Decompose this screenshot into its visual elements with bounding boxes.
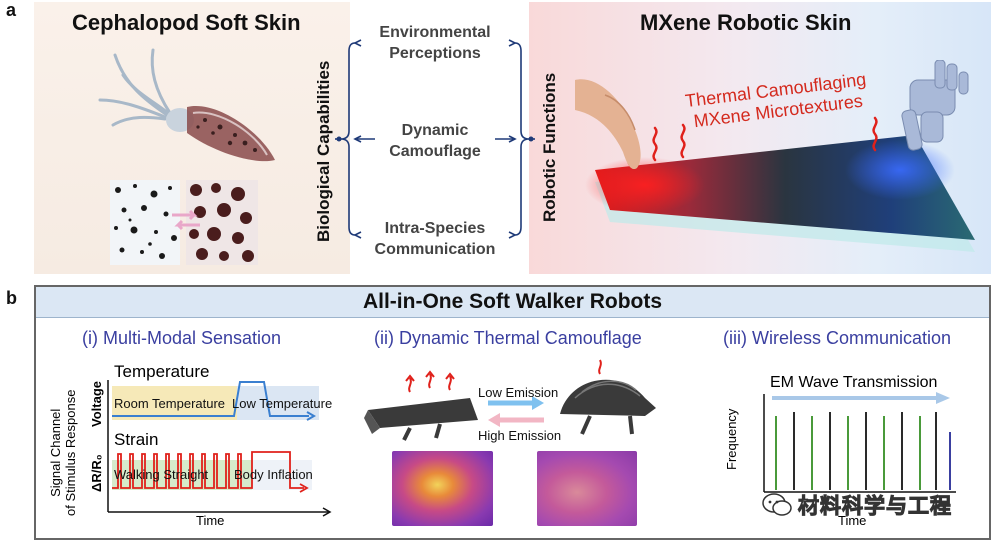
squid-mantle [187,105,275,162]
wechat-icon [762,493,792,516]
mxene-skin-illustration [575,60,975,252]
room-temp-band [112,386,237,420]
capability-brackets [335,39,535,239]
strain-label: Strain [114,430,159,449]
robotic-functions-label: Robotic Functions [540,72,559,222]
cephalopod-title: Cephalopod Soft Skin [72,10,301,35]
flat-robot [364,398,478,441]
thermal-image-low-emission [392,451,493,526]
chromatophore-relaxed [110,180,180,265]
cool-zone [845,140,955,200]
section-sensation-title: (i) Multi-Modal Sensation [82,328,282,348]
high-emission-label: High Emission [478,428,562,443]
delta-r-label: ΔR/R₀ [89,454,104,492]
biological-capabilities-label: Biological Capabilities [314,60,333,242]
frequency-axis-label: Frequency [724,408,739,470]
strain-trace [112,451,304,489]
walking-straight-label: Walking Straight [114,467,209,482]
watermark: 材料科学与工程 [762,490,952,520]
squid-illustration [98,48,275,162]
voltage-label: Voltage [89,381,104,427]
em-wave-label: EM Wave Transmission [770,374,938,391]
body-inflation-label: Body Inflation [234,467,313,482]
heat-zone [585,157,705,213]
sensation-signal-plot [107,380,332,517]
mxene-title: MXene Robotic Skin [640,10,852,35]
heat-emission-arrows [405,370,455,393]
chromatophore-arrows [172,209,200,231]
signal-channel-axis-label: Signal Channel of Stimulus Response [48,389,78,516]
chromatophore-expanded [186,180,258,265]
panel-a-letter: a [6,0,17,20]
soft-walker-title: All-in-One Soft Walker Robots [36,287,989,318]
temperature-label: Temperature [114,362,210,381]
inflated-robot [560,379,656,435]
robot-hand-icon [901,60,969,151]
thermal-image-high-emission [537,451,637,526]
sensation-time-label: Time [196,513,225,528]
watermark-text: 材料科学与工程 [798,495,952,519]
squid-spots [196,118,257,152]
em-wave-plot [763,392,956,493]
em-pulses [775,412,951,490]
voltage-trace [112,381,309,417]
human-hand-icon [575,79,641,170]
walker-robots-illustration [364,359,656,441]
low-temperature-label: Low Temperature [232,396,333,411]
panel-b-letter: b [6,288,17,308]
low-emission-label: Low Emission [478,385,559,400]
emission-switch-arrows [488,396,544,427]
low-temp-band [237,386,319,420]
room-temperature-label: Room Temperature [114,396,226,411]
wireless-time-label: Time [838,513,867,528]
squid-tentacles [98,48,175,127]
section-camouflage-title: (ii) Dynamic Thermal Camouflage [374,328,642,348]
section-wireless-title: (iii) Wireless Communication [723,328,952,348]
